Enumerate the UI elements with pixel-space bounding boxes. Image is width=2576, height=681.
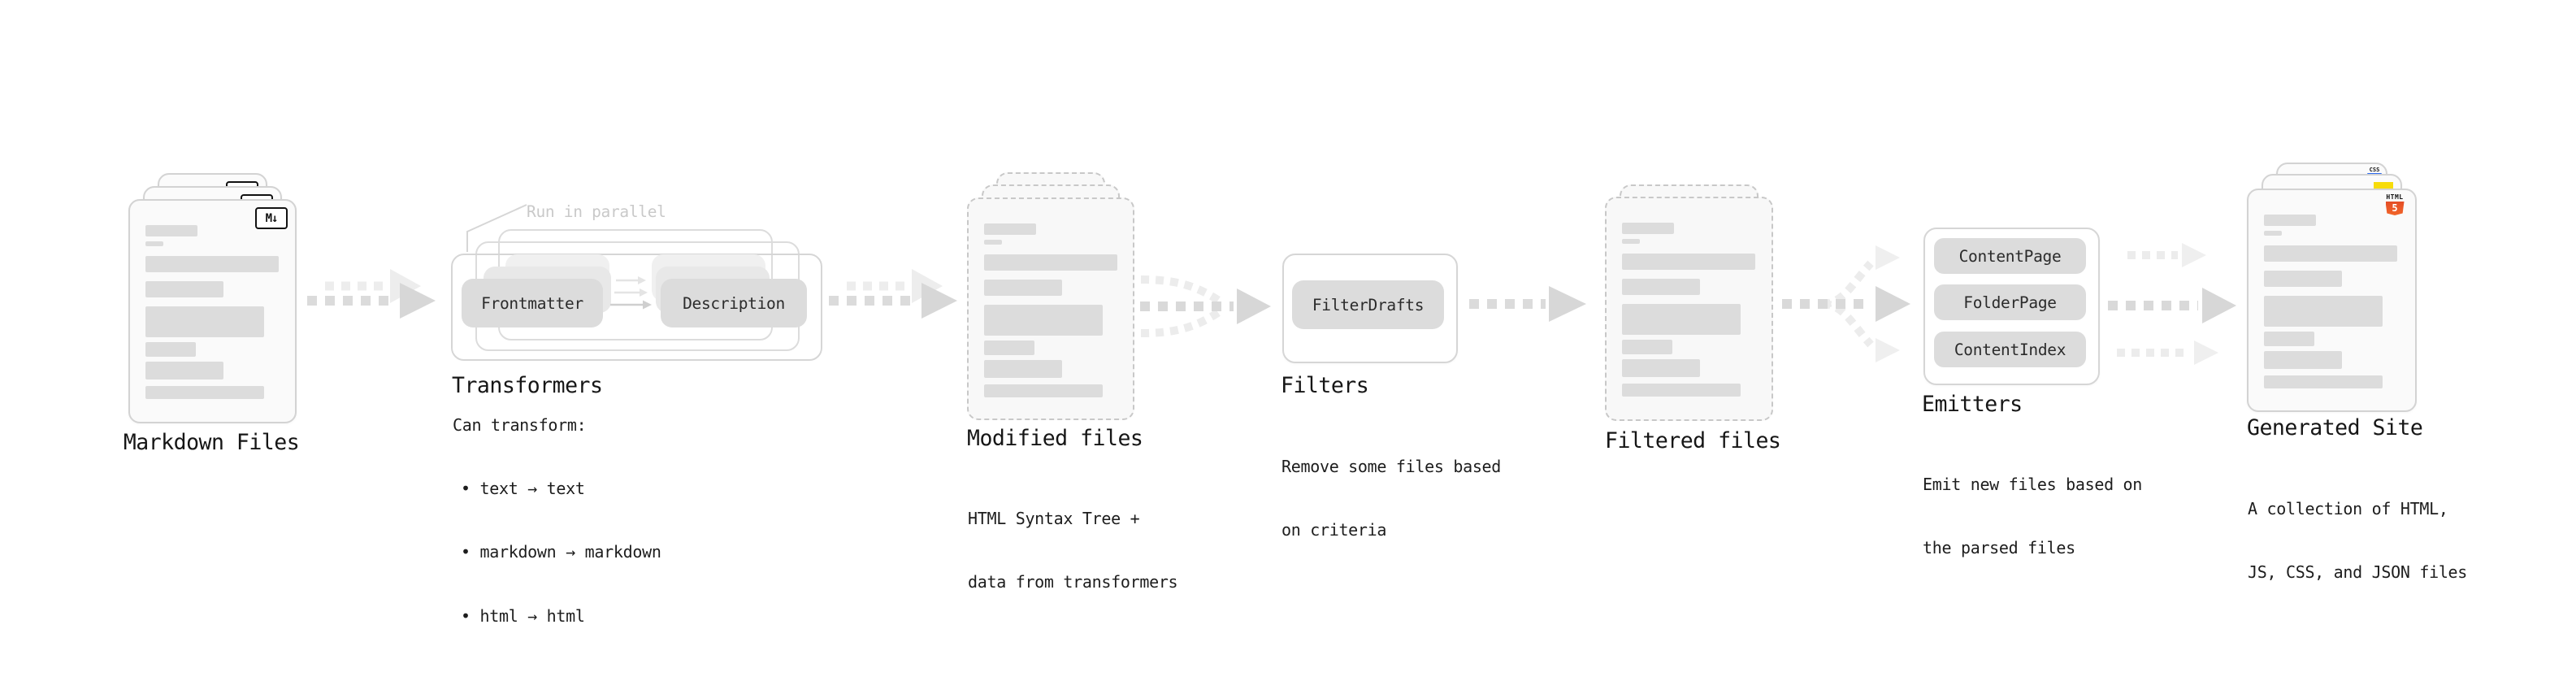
content-line [145,241,163,246]
html5-shield: 5 [2385,202,2405,215]
content-line [984,360,1062,378]
markdown-icon: M↓ [255,207,288,229]
content-line [984,240,1002,245]
html5-word: HTML [2386,193,2404,201]
arrow-filters-to-filtered [1469,286,1586,322]
arrows-emitters-to-site [2108,243,2236,365]
content-line [984,305,1103,336]
desc-line: on criteria [1281,520,1387,540]
desc-line: JS, CSS, and JSON files [2248,562,2468,583]
desc-line: HTML Syntax Tree + [968,508,1140,528]
arrow-markdown-to-transformers [307,269,436,319]
content-line [145,386,264,399]
arrow-filtered-to-emitters-diverging [1782,245,1910,362]
content-line [145,256,279,272]
content-line [984,280,1062,296]
transformer-capability: • html → html [461,606,585,627]
arrow-transformers-to-modified [829,269,957,319]
content-line [1622,340,1672,354]
run-in-parallel-callout-line [466,204,527,252]
content-line [2264,375,2383,388]
markdown-files-label: Markdown Files [123,430,300,455]
transformer-capability: • text → text [461,478,585,498]
content-line [984,340,1034,355]
html5-icon: HTML 5 [2384,194,2405,215]
content-line [2264,296,2383,327]
transformers-label: Transformers [452,373,603,398]
content-line [1622,384,1741,397]
filtered-files-label: Filtered files [1605,428,1781,453]
desc-line: data from transformers [968,572,1178,592]
markdown-file-front: M↓ [128,199,297,423]
emitters-desc: Emit new files based on the parsed files [1923,431,2142,601]
parallel-arrows-icon [610,276,652,310]
transformer-node-frontmatter: Frontmatter [462,279,603,327]
content-line [145,281,223,297]
generated-site-desc: A collection of HTML, JS, CSS, and JSON … [2248,455,2467,626]
transformer-capability: • markdown → markdown [461,542,661,562]
filters-label: Filters [1281,373,1369,398]
emitter-node-contentindex: ContentIndex [1934,332,2086,367]
desc-line: the parsed files [1923,538,2075,558]
emitter-node-contentpage: ContentPage [1934,238,2086,274]
arrow-modified-to-filters-converging [1140,275,1271,337]
content-line [2264,215,2316,226]
transformers-panel-front [451,254,822,361]
generated-site-label: Generated Site [2247,415,2423,440]
modified-files-desc: HTML Syntax Tree + data from transformer… [968,465,1178,635]
content-line [1622,239,1640,244]
transformers-bullets: • text → text • markdown → markdown • ht… [453,435,661,670]
filters-desc: Remove some files based on criteria [1281,413,1501,583]
content-line [2264,245,2397,262]
css-badge-label: CSS [2369,167,2380,173]
site-file-html: HTML 5 [2247,189,2417,412]
content-line [1622,304,1741,335]
content-line [984,384,1103,397]
modified-files-label: Modified files [967,426,1143,451]
content-line [1622,223,1674,234]
emitter-node-folderpage: FolderPage [1934,284,2086,320]
content-line [145,225,197,236]
emitters-label: Emitters [1922,392,2023,417]
content-line [1622,254,1755,270]
js-badge [2374,182,2393,191]
desc-line: Emit new files based on [1923,474,2143,494]
desc-line: Remove some files based [1281,456,1502,476]
transformer-node-description: Description [661,279,807,327]
content-line [2264,231,2282,236]
content-line [2264,351,2342,369]
run-in-parallel-note: Run in parallel [527,202,666,221]
content-line [1622,279,1700,295]
content-line [145,342,196,357]
content-line [145,306,264,337]
content-line [2264,271,2342,287]
desc-line: A collection of HTML, [2248,498,2448,518]
filter-node-filterdrafts: FilterDrafts [1292,280,1444,329]
transformers-desc-title: Can transform: [453,415,587,435]
content-line [984,254,1117,271]
content-line [1622,359,1700,377]
content-line [145,362,223,380]
filtered-file-front [1605,197,1773,421]
modified-file-front [967,197,1134,420]
content-line [984,223,1036,235]
content-line [2264,332,2314,346]
